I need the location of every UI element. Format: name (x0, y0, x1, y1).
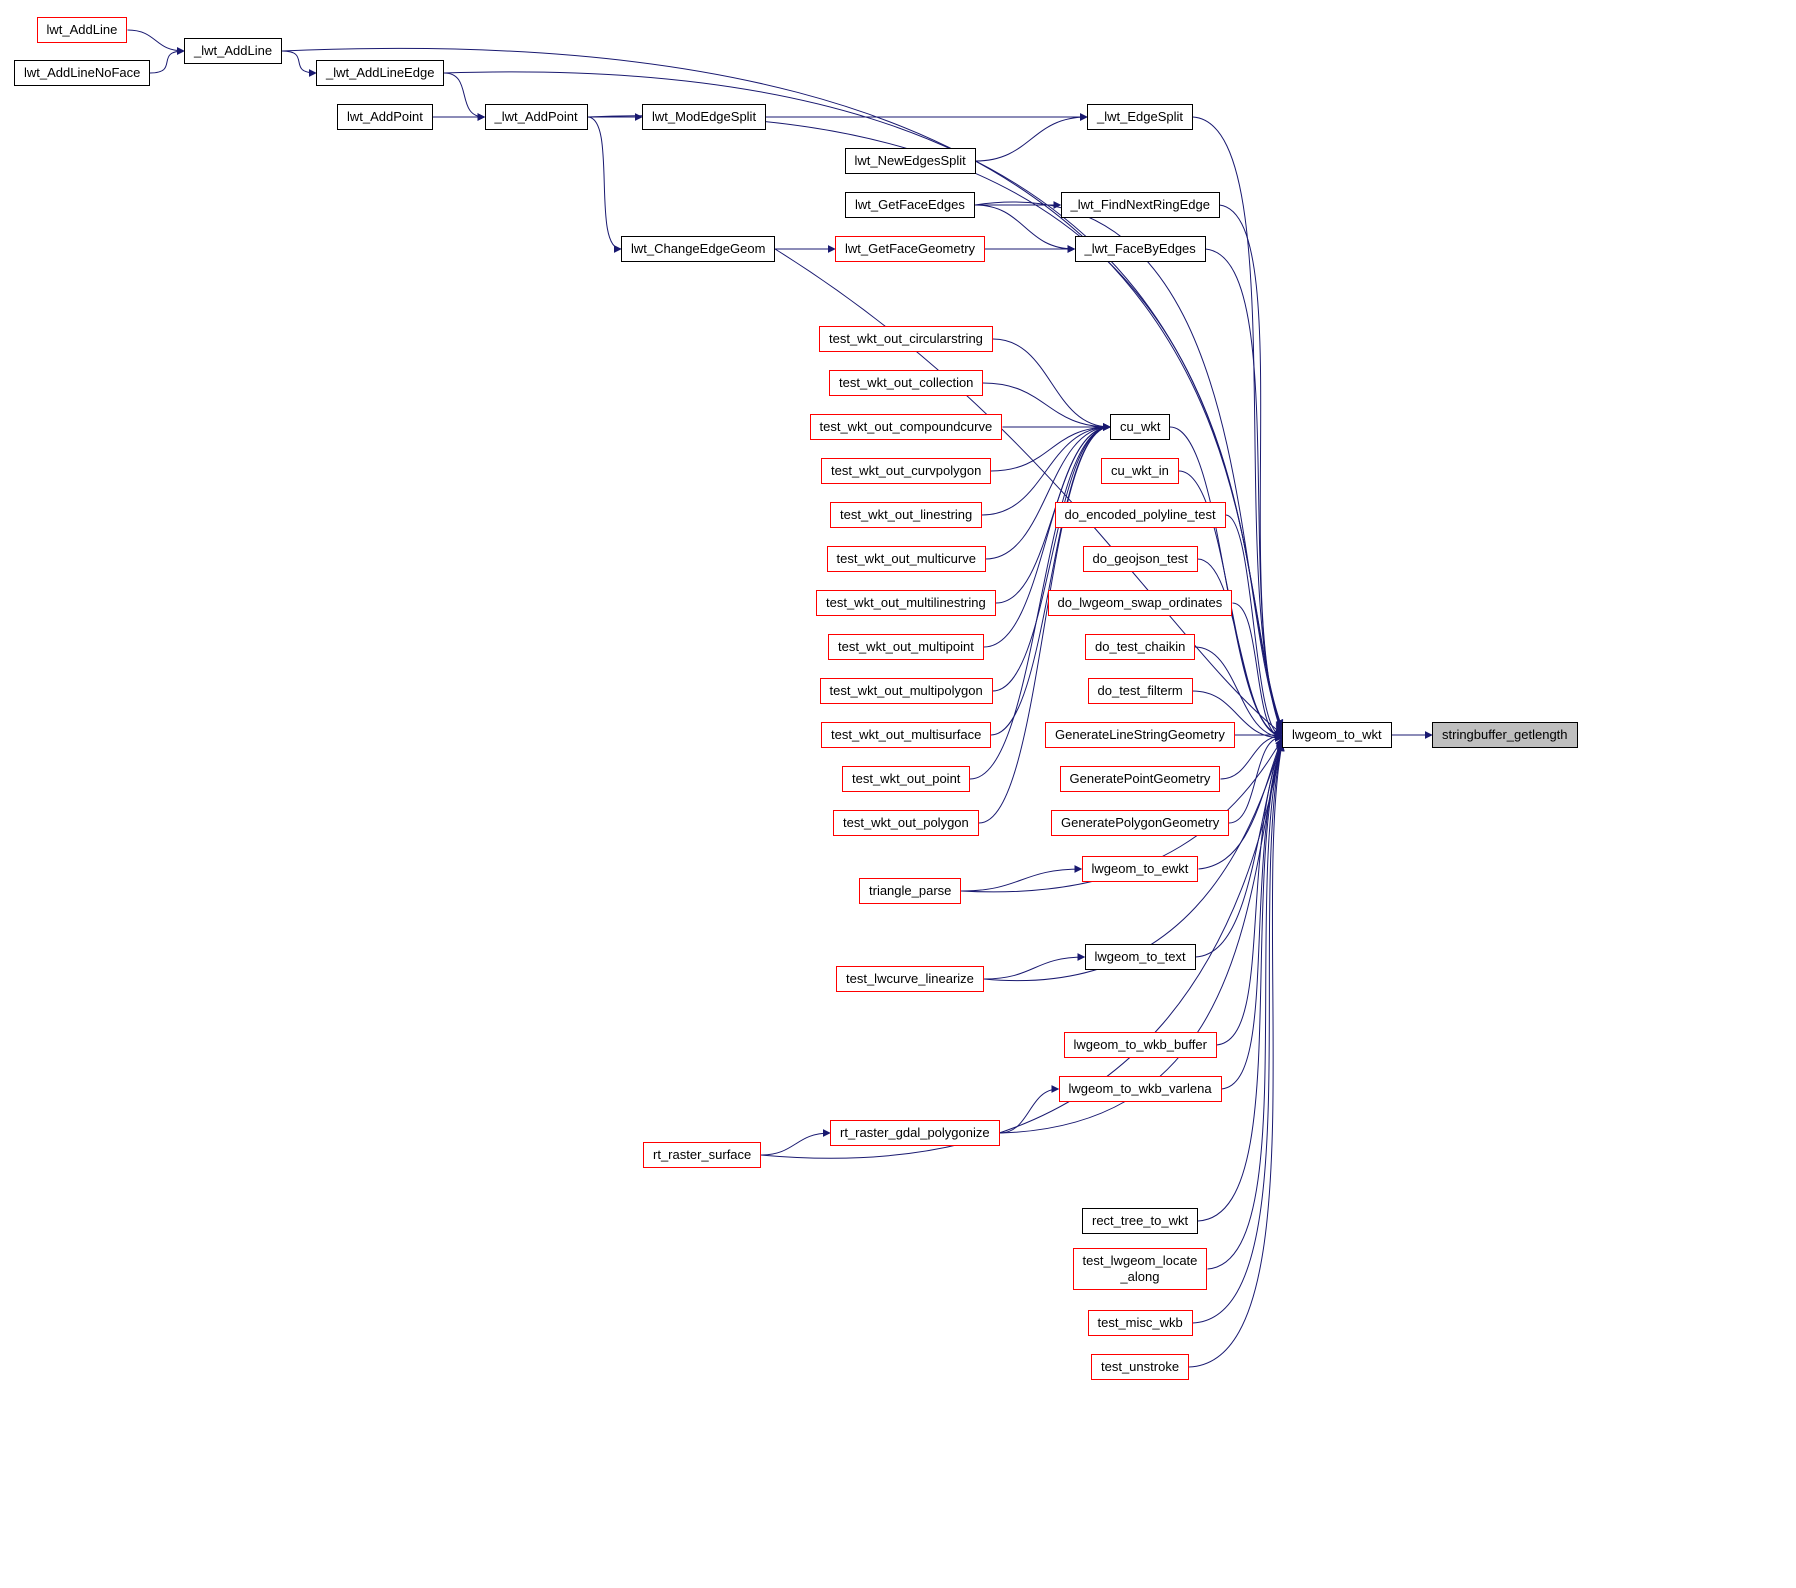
node-lwt_ModEdgeSplit[interactable]: lwt_ModEdgeSplit (642, 104, 767, 130)
node-test_misc_wkb[interactable]: test_misc_wkb (1087, 1310, 1193, 1336)
edge-test_wkt_out_polygon-to-cu_wkt (978, 423, 1111, 824)
node-test_wkt_out_collection[interactable]: test_wkt_out_collection (829, 370, 984, 396)
node-lwt_AddLine[interactable]: lwt_AddLine (36, 17, 128, 43)
node-lwt_AddPoint[interactable]: lwt_AddPoint (337, 104, 433, 130)
node-stringbuffer_getlength: stringbuffer_getlength (1432, 722, 1578, 748)
edge-do_encoded_polyline_test-to-lwgeom_to_wkt (1225, 514, 1283, 740)
edge-lwt_NewEdgesSplit-to-_lwt_EdgeSplit (975, 113, 1088, 162)
node-test_wkt_out_compoundcurve[interactable]: test_wkt_out_compoundcurve (809, 414, 1003, 440)
edge-lwgeom_to_ewkt-to-lwgeom_to_wkt (1198, 737, 1284, 870)
edge-test_wkt_out_linestring-to-cu_wkt (981, 423, 1111, 516)
node-_lwt_AddPoint[interactable]: _lwt_AddPoint (484, 104, 588, 130)
node-test_lwgeom_locate_along[interactable]: test_lwgeom_locate _along (1072, 1248, 1208, 1290)
node-lwgeom_to_ewkt[interactable]: lwgeom_to_ewkt (1081, 856, 1199, 882)
node-lwt_GetFaceGeometry[interactable]: lwt_GetFaceGeometry (835, 236, 986, 262)
edge-lwt_GetFaceEdges-to-_lwt_FaceByEdges (974, 204, 1076, 253)
node-lwt_GetFaceEdges[interactable]: lwt_GetFaceEdges (845, 192, 975, 218)
edge-_lwt_FaceByEdges-to-lwgeom_to_wkt (1205, 248, 1284, 734)
node-_lwt_EdgeSplit[interactable]: _lwt_EdgeSplit (1087, 104, 1193, 130)
edge-test_wkt_out_point-to-cu_wkt (969, 423, 1111, 780)
node-do_lwgeom_swap_ordinates[interactable]: do_lwgeom_swap_ordinates (1047, 590, 1233, 616)
node-test_wkt_out_multilinestring[interactable]: test_wkt_out_multilinestring (816, 590, 996, 616)
edge-test_wkt_out_multicurve-to-cu_wkt (985, 423, 1111, 560)
node-lwt_ChangeEdgeGeom[interactable]: lwt_ChangeEdgeGeom (621, 236, 776, 262)
edge-rt_raster_surface-to-rt_raster_gdal_polygonize (760, 1129, 831, 1156)
node-lwgeom_to_wkt[interactable]: lwgeom_to_wkt (1282, 722, 1392, 748)
node-GeneratePolygonGeometry[interactable]: GeneratePolygonGeometry (1051, 810, 1230, 836)
node-do_geojson_test[interactable]: do_geojson_test (1082, 546, 1198, 572)
node-do_test_chaikin[interactable]: do_test_chaikin (1085, 634, 1196, 660)
edge-lwgeom_to_wkb_buffer-to-lwgeom_to_wkt (1216, 739, 1284, 1046)
node-_lwt_FaceByEdges[interactable]: _lwt_FaceByEdges (1074, 236, 1206, 262)
edge-test_lwcurve_linearize-to-lwgeom_to_text (983, 953, 1086, 980)
edge-do_lwgeom_swap_ordinates-to-lwgeom_to_wkt (1232, 602, 1283, 741)
edge-_lwt_AddPoint-to-lwgeom_to_wkt (587, 115, 1284, 730)
node-lwgeom_to_text[interactable]: lwgeom_to_text (1084, 944, 1196, 970)
node-cu_wkt_in[interactable]: cu_wkt_in (1101, 458, 1179, 484)
edge-rt_raster_surface-to-lwgeom_to_wkt (760, 742, 1285, 1159)
edge-_lwt_AddLineEdge-to-_lwt_AddPoint (443, 72, 486, 121)
node-test_wkt_out_multisurface[interactable]: test_wkt_out_multisurface (821, 722, 992, 748)
edge-rt_raster_gdal_polygonize-to-lwgeom_to_wkb_varlena (999, 1085, 1060, 1134)
node-lwt_AddLineNoFace[interactable]: lwt_AddLineNoFace (14, 60, 151, 86)
node-rt_raster_surface[interactable]: rt_raster_surface (643, 1142, 762, 1168)
node-_lwt_AddLine[interactable]: _lwt_AddLine (184, 38, 283, 64)
edge-GeneratePointGeometry-to-lwgeom_to_wkt (1220, 732, 1283, 780)
edge-triangle_parse-to-lwgeom_to_ewkt (960, 865, 1083, 892)
node-test_wkt_out_multicurve[interactable]: test_wkt_out_multicurve (826, 546, 986, 572)
edge-do_test_chaikin-to-lwgeom_to_wkt (1194, 646, 1283, 741)
node-cu_wkt[interactable]: cu_wkt (1110, 414, 1171, 440)
edge-test_wkt_out_collection-to-cu_wkt (982, 382, 1111, 431)
node-test_unstroke[interactable]: test_unstroke (1091, 1354, 1190, 1380)
node-GenerateLineStringGeometry[interactable]: GenerateLineStringGeometry (1045, 722, 1235, 748)
edge-do_geojson_test-to-lwgeom_to_wkt (1197, 558, 1283, 740)
node-test_wkt_out_polygon[interactable]: test_wkt_out_polygon (833, 810, 979, 836)
node-test_lwcurve_linearize[interactable]: test_lwcurve_linearize (836, 966, 984, 992)
node-lwt_NewEdgesSplit[interactable]: lwt_NewEdgesSplit (844, 148, 976, 174)
edge-test_lwcurve_linearize-to-lwgeom_to_wkt (983, 739, 1284, 982)
node-triangle_parse[interactable]: triangle_parse (859, 878, 962, 904)
edge-_lwt_AddLine-to-_lwt_AddLineEdge (281, 50, 317, 77)
edge-_lwt_AddPoint-to-lwt_ChangeEdgeGeom (587, 116, 622, 253)
node-_lwt_FindNextRingEdge[interactable]: _lwt_FindNextRingEdge (1060, 192, 1220, 218)
node-test_wkt_out_linestring[interactable]: test_wkt_out_linestring (830, 502, 983, 528)
node-lwgeom_to_wkb_buffer[interactable]: lwgeom_to_wkb_buffer (1063, 1032, 1217, 1058)
node-do_encoded_polyline_test[interactable]: do_encoded_polyline_test (1054, 502, 1226, 528)
node-_lwt_AddLineEdge[interactable]: _lwt_AddLineEdge (316, 60, 445, 86)
node-GeneratePointGeometry[interactable]: GeneratePointGeometry (1059, 766, 1221, 792)
edge-test_unstroke-to-lwgeom_to_wkt (1188, 743, 1285, 1368)
node-test_wkt_out_circularstring[interactable]: test_wkt_out_circularstring (819, 326, 993, 352)
edge-test_wkt_out_multipolygon-to-cu_wkt (992, 423, 1111, 692)
edge-rect_tree_to_wkt-to-lwgeom_to_wkt (1197, 740, 1284, 1222)
edge-GeneratePolygonGeometry-to-lwgeom_to_wkt (1228, 733, 1283, 824)
edge-test_misc_wkb-to-lwgeom_to_wkt (1192, 742, 1285, 1324)
node-test_wkt_out_multipolygon[interactable]: test_wkt_out_multipolygon (819, 678, 993, 704)
node-test_wkt_out_point[interactable]: test_wkt_out_point (842, 766, 971, 792)
node-test_wkt_out_curvpolygon[interactable]: test_wkt_out_curvpolygon (821, 458, 992, 484)
node-do_test_filterm[interactable]: do_test_filterm (1087, 678, 1193, 704)
edge-test_wkt_out_curvpolygon-to-cu_wkt (990, 423, 1111, 472)
edge-triangle_parse-to-lwgeom_to_wkt (960, 738, 1283, 893)
node-rect_tree_to_wkt[interactable]: rect_tree_to_wkt (1082, 1208, 1199, 1234)
node-lwgeom_to_wkb_varlena[interactable]: lwgeom_to_wkb_varlena (1058, 1076, 1222, 1102)
edge-test_wkt_out_circularstring-to-cu_wkt (992, 338, 1111, 431)
edge-test_wkt_out_multipoint-to-cu_wkt (983, 423, 1111, 648)
edge-do_test_filterm-to-lwgeom_to_wkt (1192, 690, 1283, 742)
edge-lwt_AddLine-to-_lwt_AddLine (127, 29, 185, 55)
edge-rt_raster_gdal_polygonize-to-lwgeom_to_wkt (999, 741, 1285, 1134)
node-rt_raster_gdal_polygonize[interactable]: rt_raster_gdal_polygonize (830, 1120, 1000, 1146)
edge-lwt_AddLineNoFace-to-_lwt_AddLine (149, 47, 185, 74)
node-test_wkt_out_multipoint[interactable]: test_wkt_out_multipoint (828, 634, 984, 660)
edge-test_lwgeom_locate_along-to-lwgeom_to_wkt (1207, 741, 1285, 1270)
edge-_lwt_AddLine-to-lwgeom_to_wkt (281, 47, 1284, 728)
